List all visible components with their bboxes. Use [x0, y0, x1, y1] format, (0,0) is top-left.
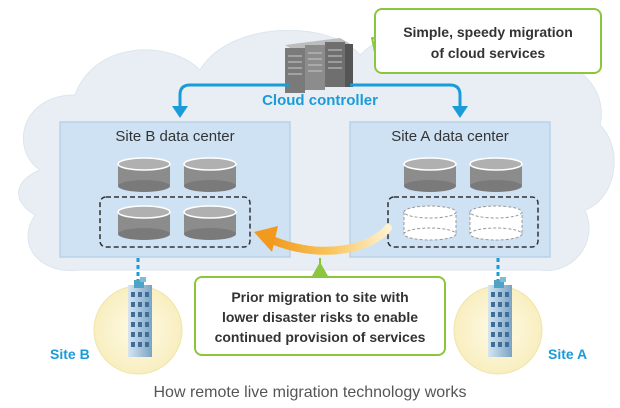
disk-icon — [469, 157, 523, 192]
site-b-datacenter-title: Site B data center — [115, 128, 235, 145]
disk-icon — [183, 205, 237, 240]
top-callout-line1: Simple, speedy migration — [403, 24, 573, 40]
bottom-callout-line1: Prior migration to site with — [231, 289, 409, 305]
empty-disk-icon — [403, 205, 457, 241]
bottom-callout: Prior migration to site with lower disas… — [194, 276, 446, 356]
controller-arrows — [178, 83, 462, 108]
top-callout-line2: of cloud services — [430, 45, 546, 61]
bottom-callout-line3: continued provision of services — [214, 329, 426, 345]
site-a-datacenter-title: Site A data center — [391, 128, 509, 145]
building-icon — [93, 277, 183, 375]
arrow-head-left — [172, 106, 188, 118]
server-icon — [285, 38, 353, 93]
site-a-vm-group — [387, 196, 539, 248]
disk-icon — [403, 157, 457, 192]
top-callout: Simple, speedy migration of cloud servic… — [374, 8, 602, 74]
arrow-head-right — [452, 106, 468, 118]
figure-caption: How remote live migration technology wor… — [153, 384, 467, 401]
empty-disk-icon — [469, 205, 523, 241]
site-b-datacenter — [59, 121, 291, 258]
disk-icon — [117, 205, 171, 240]
site-b-label: Site B — [50, 346, 90, 362]
site-a-label: Site A — [548, 346, 588, 362]
migration-arrow — [254, 224, 392, 255]
bottom-callout-line2: lower disaster risks to enable — [221, 309, 419, 325]
disk-icon — [117, 157, 171, 192]
controller-label: Cloud controller — [262, 92, 378, 109]
building-icon — [453, 277, 543, 375]
disk-icon — [183, 157, 237, 192]
site-b-vm-group — [99, 196, 251, 248]
callout-pointer — [312, 262, 328, 276]
